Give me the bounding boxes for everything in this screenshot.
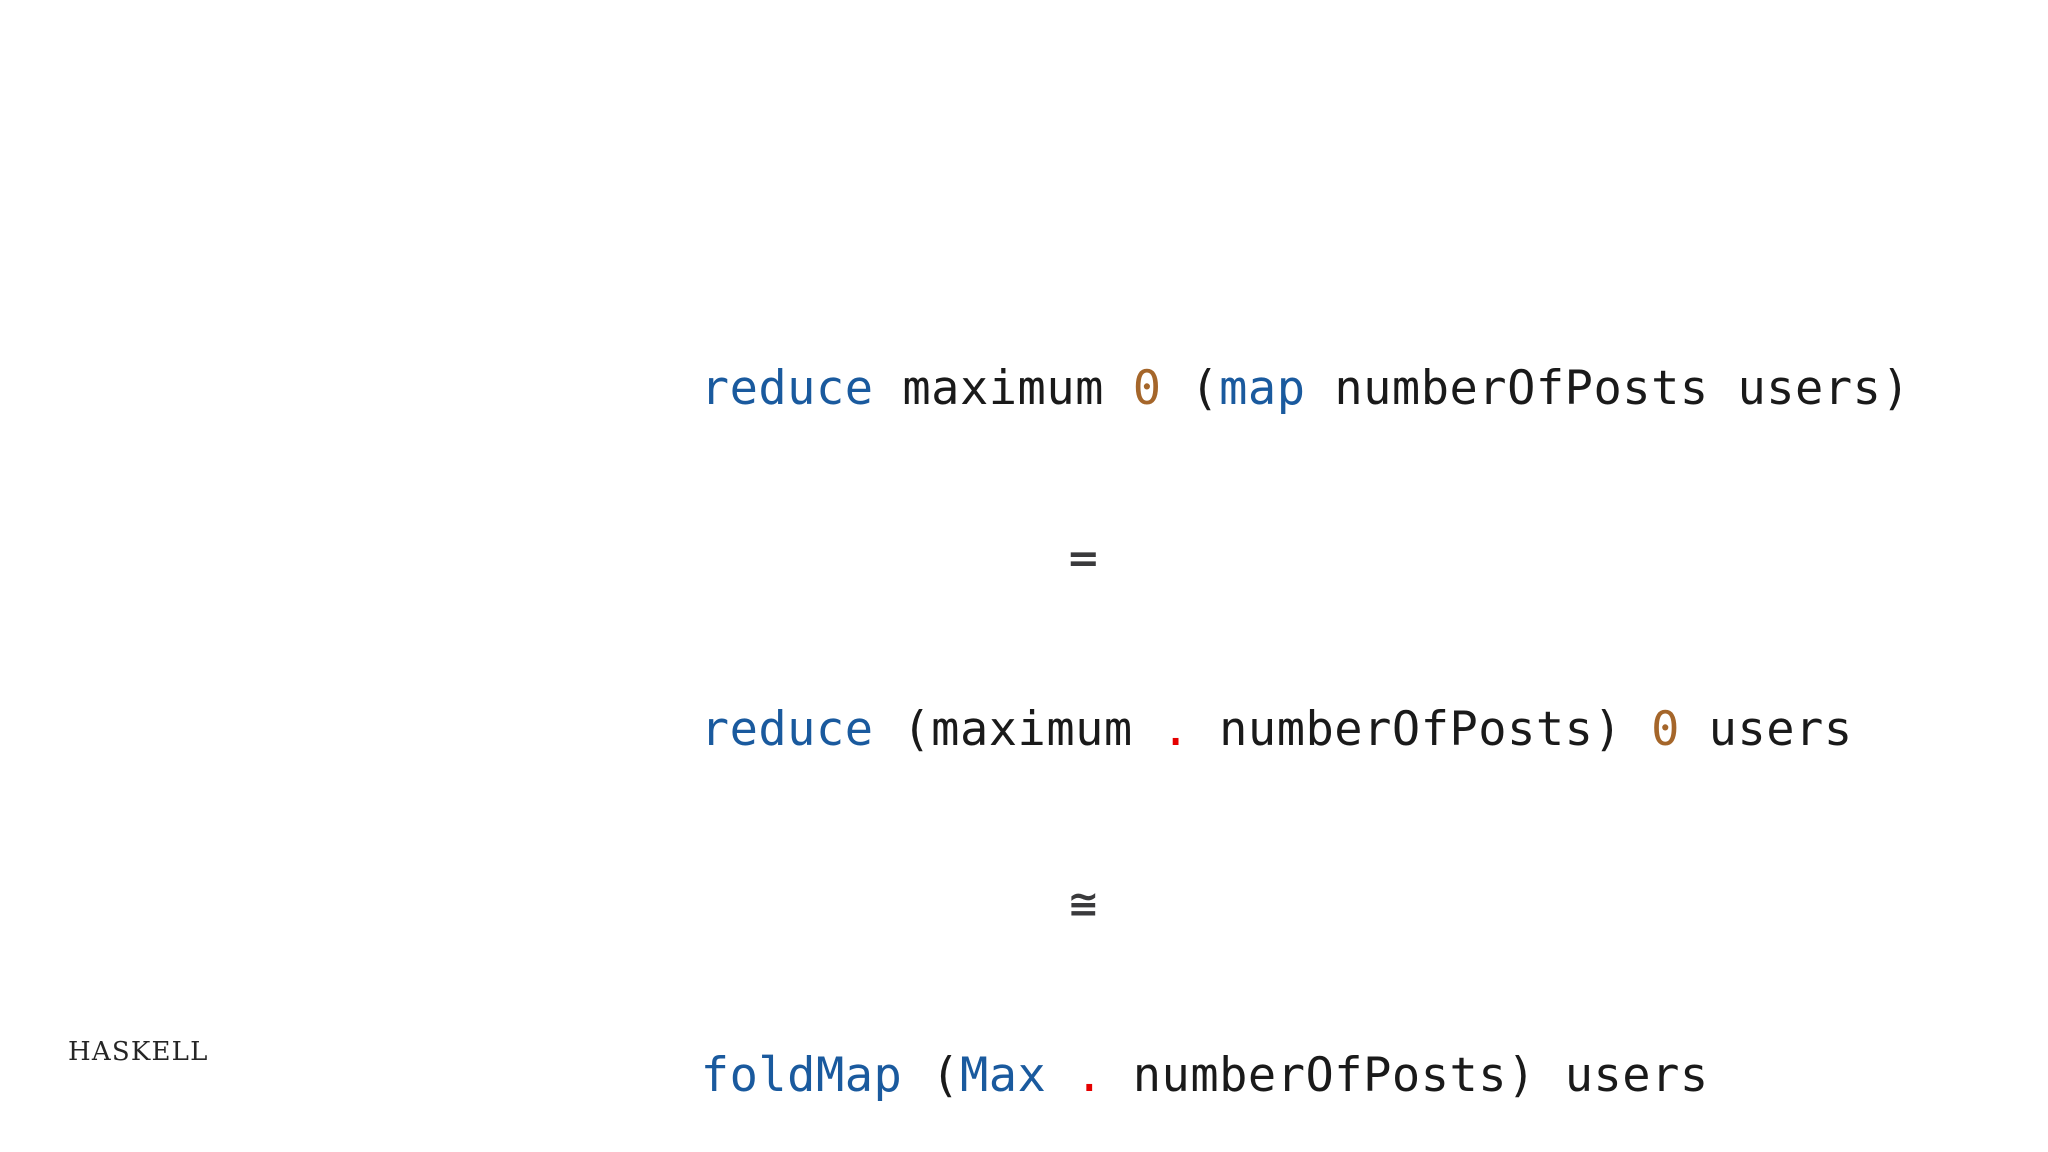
token-numberofposts: numberOfPosts bbox=[1219, 702, 1594, 757]
token-space bbox=[1104, 1048, 1133, 1103]
code-line-3: foldMap (Max . numberOfPosts) users bbox=[0, 1005, 1709, 1146]
token-zero-literal: 0 bbox=[1651, 702, 1680, 757]
token-max-ctor: Max bbox=[959, 1048, 1047, 1103]
token-map: map bbox=[1219, 361, 1306, 416]
token-space bbox=[1190, 702, 1219, 757]
code-line-1: reduce maximum 0 (map numberOfPosts user… bbox=[0, 318, 1910, 459]
congruent-sign-icon: ≅ bbox=[1067, 882, 1100, 926]
token-open-paren: ( bbox=[1190, 361, 1220, 416]
operator-row-2: ≅ bbox=[0, 866, 2048, 942]
token-space bbox=[1536, 1048, 1565, 1103]
equals-sign-icon: = bbox=[1066, 536, 1101, 582]
token-open-paren: ( bbox=[902, 702, 932, 757]
token-space bbox=[902, 1048, 931, 1103]
token-close-paren: ) bbox=[1881, 361, 1911, 416]
token-space bbox=[1104, 361, 1133, 416]
token-space bbox=[1709, 361, 1738, 416]
token-zero-literal: 0 bbox=[1132, 361, 1162, 416]
token-space bbox=[874, 361, 903, 416]
token-numberofposts: numberOfPosts bbox=[1334, 361, 1709, 416]
token-compose-dot: . bbox=[1161, 702, 1191, 757]
token-maximum: maximum bbox=[902, 361, 1104, 416]
code-line-2: reduce (maximum . numberOfPosts) 0 users bbox=[0, 659, 1853, 800]
token-reduce: reduce bbox=[700, 702, 874, 757]
brand-label: HASKELL bbox=[68, 1037, 209, 1067]
token-space bbox=[1306, 361, 1335, 416]
token-space bbox=[1622, 702, 1651, 757]
token-space bbox=[1162, 361, 1191, 416]
token-close-paren: ) bbox=[1593, 702, 1623, 757]
token-open-paren: ( bbox=[931, 1048, 960, 1103]
token-users: users bbox=[1737, 361, 1882, 416]
token-maximum: maximum bbox=[931, 702, 1133, 757]
token-users: users bbox=[1564, 1048, 1709, 1103]
token-reduce: reduce bbox=[700, 361, 874, 416]
operator-row-1: = bbox=[0, 520, 2048, 598]
token-space bbox=[874, 702, 903, 757]
token-space bbox=[1680, 702, 1709, 757]
token-numberofposts: numberOfPosts bbox=[1132, 1048, 1508, 1103]
token-space bbox=[1046, 1048, 1075, 1103]
token-foldmap: foldMap bbox=[700, 1048, 903, 1103]
token-space bbox=[1133, 702, 1162, 757]
token-users: users bbox=[1708, 702, 1853, 757]
token-compose-dot: . bbox=[1075, 1048, 1104, 1103]
token-close-paren: ) bbox=[1507, 1048, 1536, 1103]
equation-block: reduce maximum 0 (map numberOfPosts user… bbox=[0, 318, 2048, 1146]
